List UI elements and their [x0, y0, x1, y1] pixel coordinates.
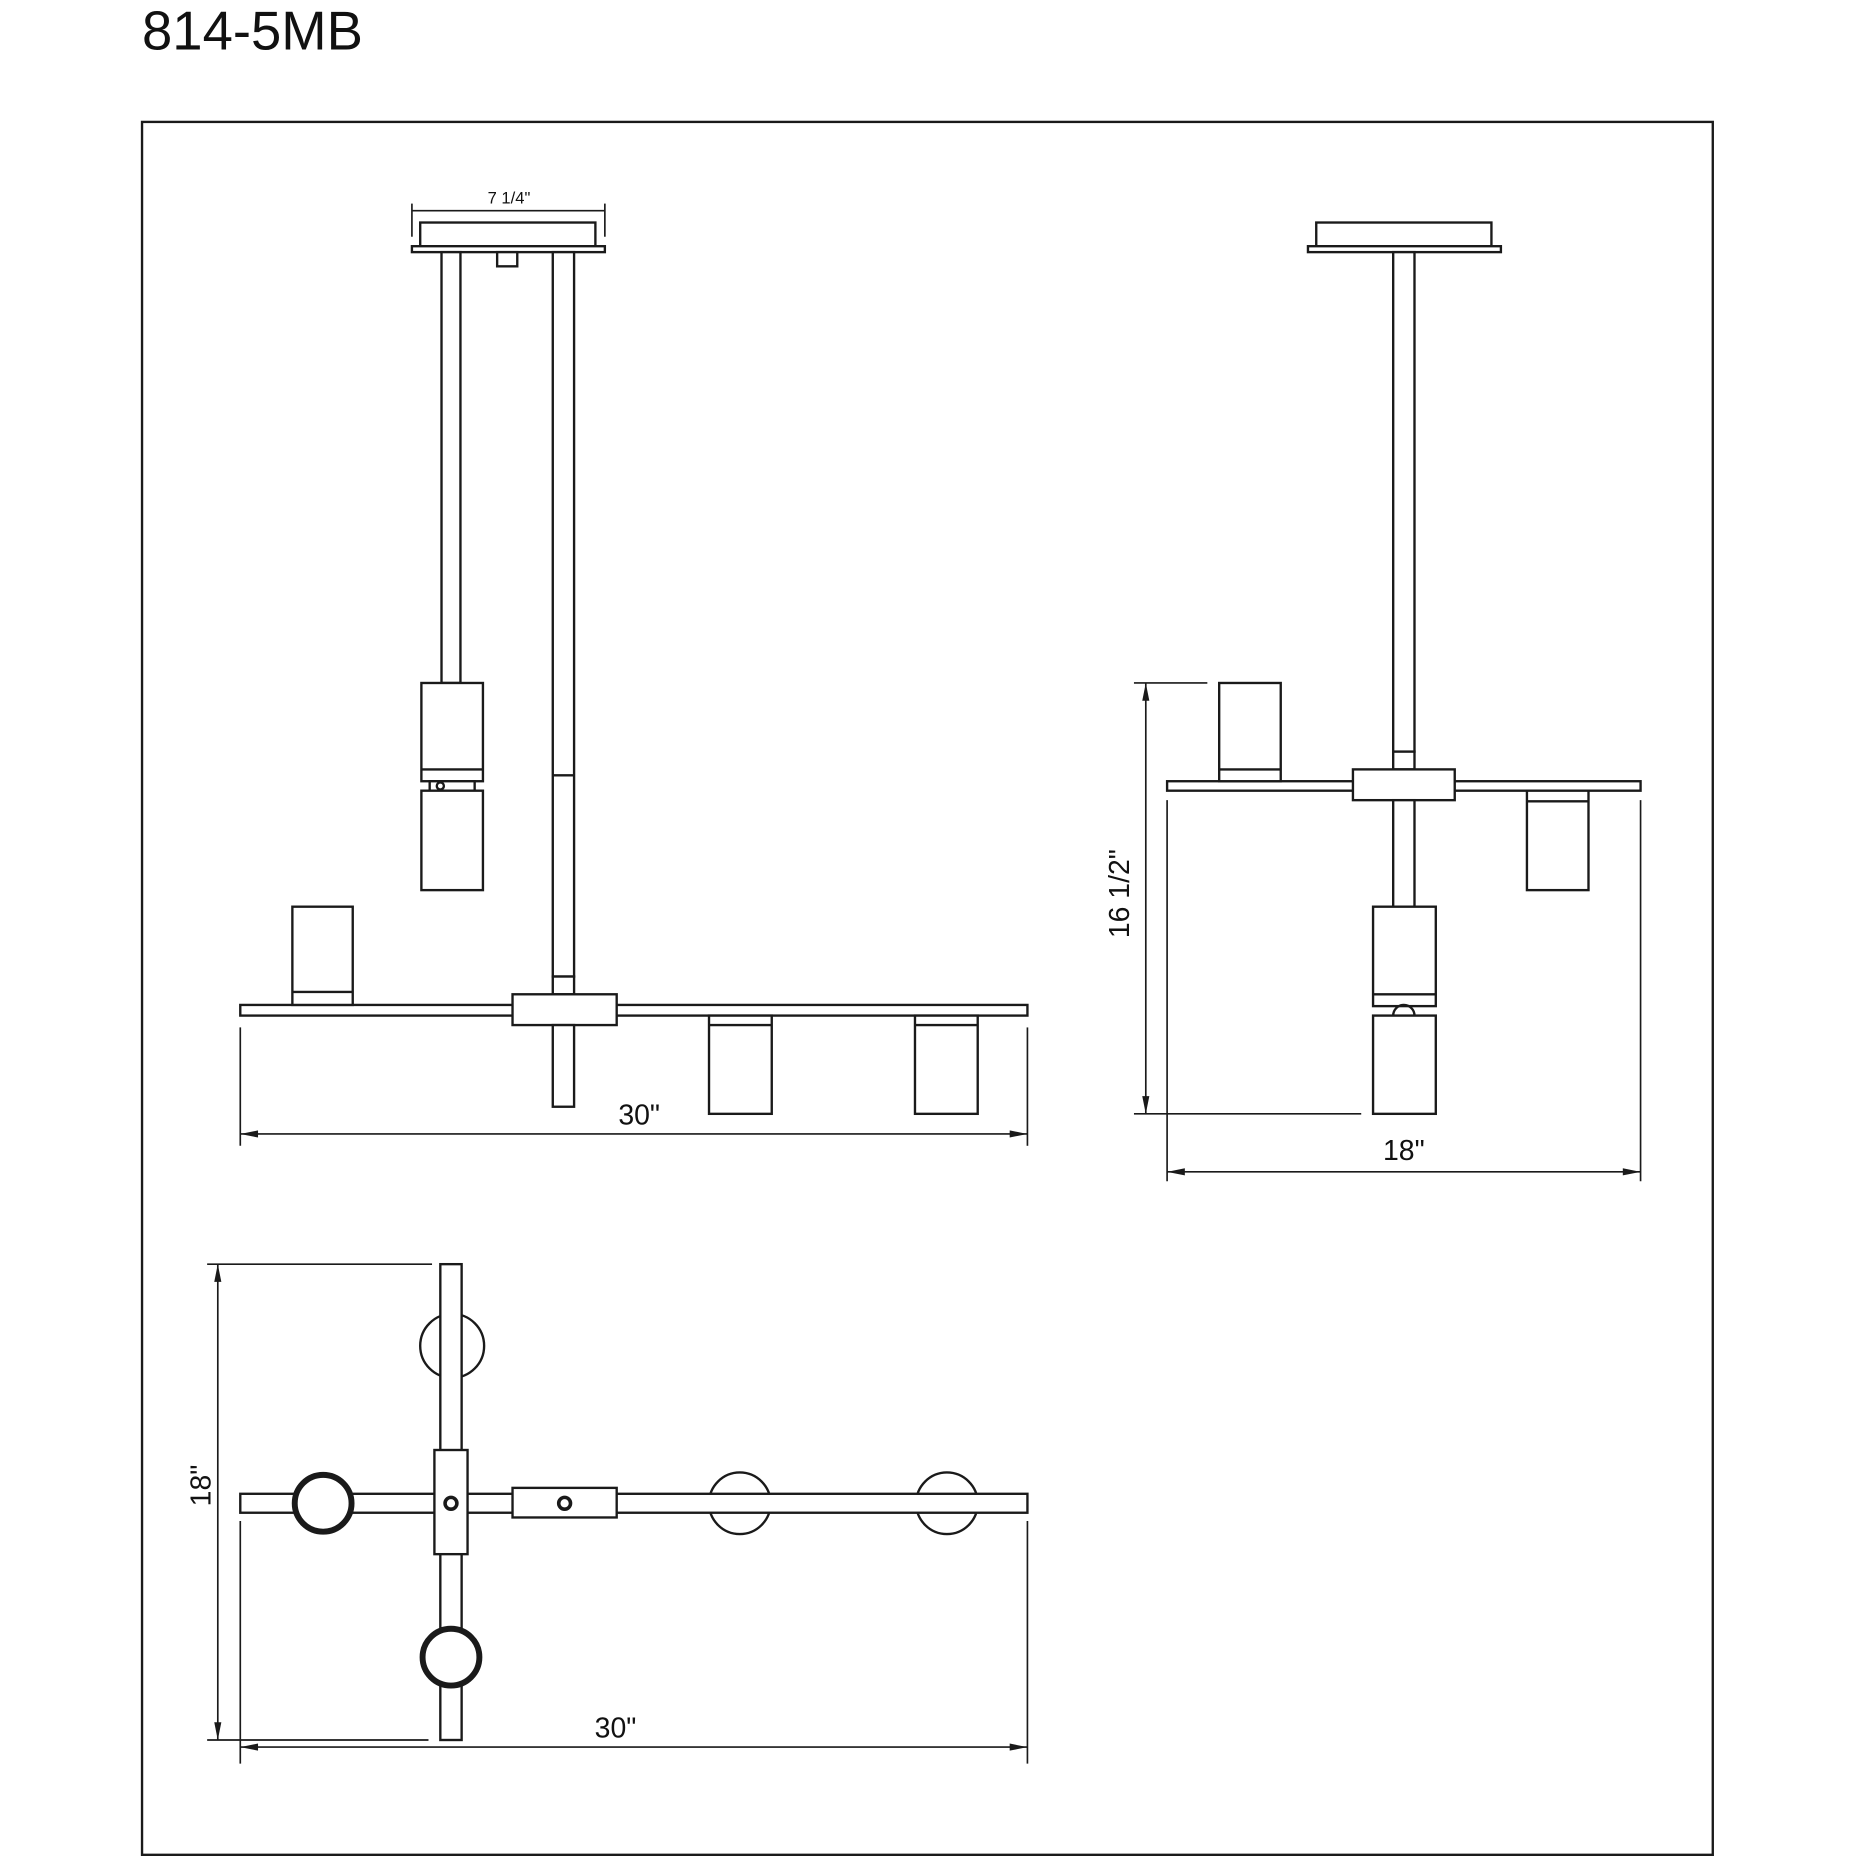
canopy [419, 221, 597, 248]
top-depth-label: 18" [186, 1465, 218, 1507]
shade-bottom [419, 1625, 483, 1689]
center-block [1351, 768, 1456, 802]
up-shade [1218, 681, 1282, 783]
left-rod [440, 250, 462, 685]
top-view: 18" 30" [186, 1262, 1029, 1764]
center-block [511, 993, 618, 1027]
arm-bar [239, 1003, 1029, 1017]
top-width-label: 30" [595, 1713, 637, 1745]
canopy-width-label: 7 1/4" [488, 189, 531, 208]
up-shade [291, 905, 354, 1007]
side-height-label: 16 1/2" [1104, 849, 1136, 938]
drawing-frame [140, 120, 1714, 1856]
hanging-shade-upper [1371, 905, 1437, 1008]
canopy-screw [495, 250, 519, 268]
canopy [1315, 221, 1493, 248]
hanging-shade-lower [1371, 1014, 1437, 1116]
model-number-title: 814-5MB [142, 1, 363, 62]
lower-rod [551, 1023, 576, 1108]
lower-rod [1392, 798, 1416, 908]
front-width-label: 30" [618, 1099, 660, 1131]
horizontal-arm [239, 1492, 1029, 1514]
vertical-block [433, 1448, 469, 1556]
down-shade [913, 1014, 979, 1116]
side-view: 16 1/2" 18" [1104, 221, 1642, 1182]
hanging-shade-upper [420, 681, 485, 783]
hanging-shade-lower [420, 789, 485, 892]
front-view: 7 1/4" 30" [239, 189, 1029, 1146]
down-shade [707, 1014, 773, 1116]
main-rod [1392, 250, 1416, 753]
main-rod [551, 250, 576, 978]
side-width-label: 18" [1383, 1135, 1425, 1167]
down-shade [1525, 789, 1590, 892]
shade-left [291, 1471, 355, 1535]
